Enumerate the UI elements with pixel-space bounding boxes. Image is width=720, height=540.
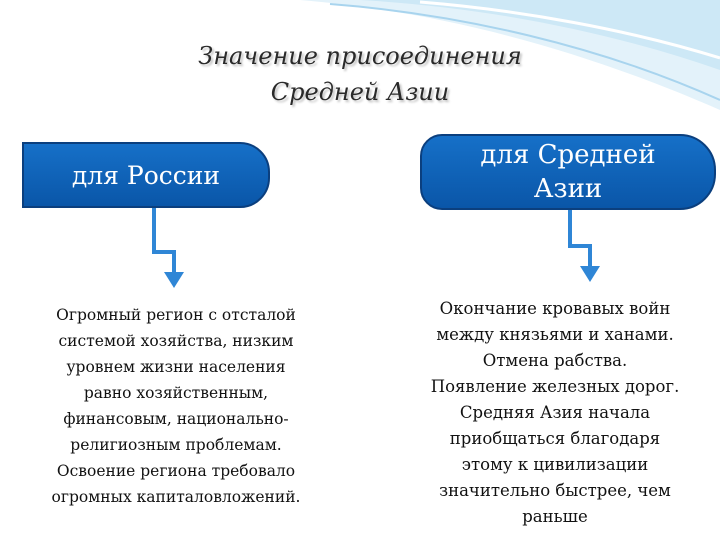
- node-central-asia: для Средней Азии: [420, 134, 716, 210]
- text-line: равно хозяйственным,: [83, 384, 269, 402]
- diagram-title: Значение присоединения Средней Азии: [120, 38, 600, 110]
- text-line: уровнем жизни населения: [66, 358, 286, 376]
- connector-russia: [152, 208, 176, 276]
- text-line: огромных капиталовложений.: [51, 488, 301, 506]
- text-line: религиозным проблемам.: [70, 436, 282, 454]
- russia-description: Огромный регион с отсталой системой хозя…: [0, 302, 352, 510]
- text-line: системой хозяйства, низким: [58, 332, 294, 350]
- node-central-asia-label-line-1: для Средней: [480, 140, 656, 170]
- connector-central-asia: [568, 210, 592, 270]
- node-russia-label: для России: [71, 160, 221, 190]
- arrow-down-icon: [580, 266, 600, 282]
- text-line: этому к цивилизации: [461, 455, 649, 474]
- central-asia-description: Окончание кровавых войн между князьями и…: [390, 296, 720, 530]
- text-line: Огромный регион с отсталой: [56, 306, 296, 324]
- text-line: между князьями и ханами.: [436, 325, 674, 344]
- node-central-asia-label-line-2: Азии: [533, 174, 603, 204]
- text-line: Окончание кровавых войн: [439, 299, 671, 318]
- decorative-wave: [300, 0, 720, 110]
- node-russia: для России: [22, 142, 270, 208]
- arrow-down-icon: [164, 272, 184, 288]
- title-line-2: Средней Азии: [270, 78, 450, 106]
- text-line: раньше: [522, 507, 588, 526]
- title-line-1: Значение присоединения: [198, 42, 522, 70]
- text-line: Отмена рабства.: [482, 351, 628, 370]
- text-line: значительно быстрее, чем: [439, 481, 671, 500]
- text-line: Освоение региона требовало: [56, 462, 296, 480]
- text-line: Средняя Азия начала: [459, 403, 651, 422]
- text-line: приобщаться благодаря: [449, 429, 661, 448]
- text-line: финансовым, национально-: [63, 410, 289, 428]
- text-line: Появление железных дорог.: [430, 377, 680, 396]
